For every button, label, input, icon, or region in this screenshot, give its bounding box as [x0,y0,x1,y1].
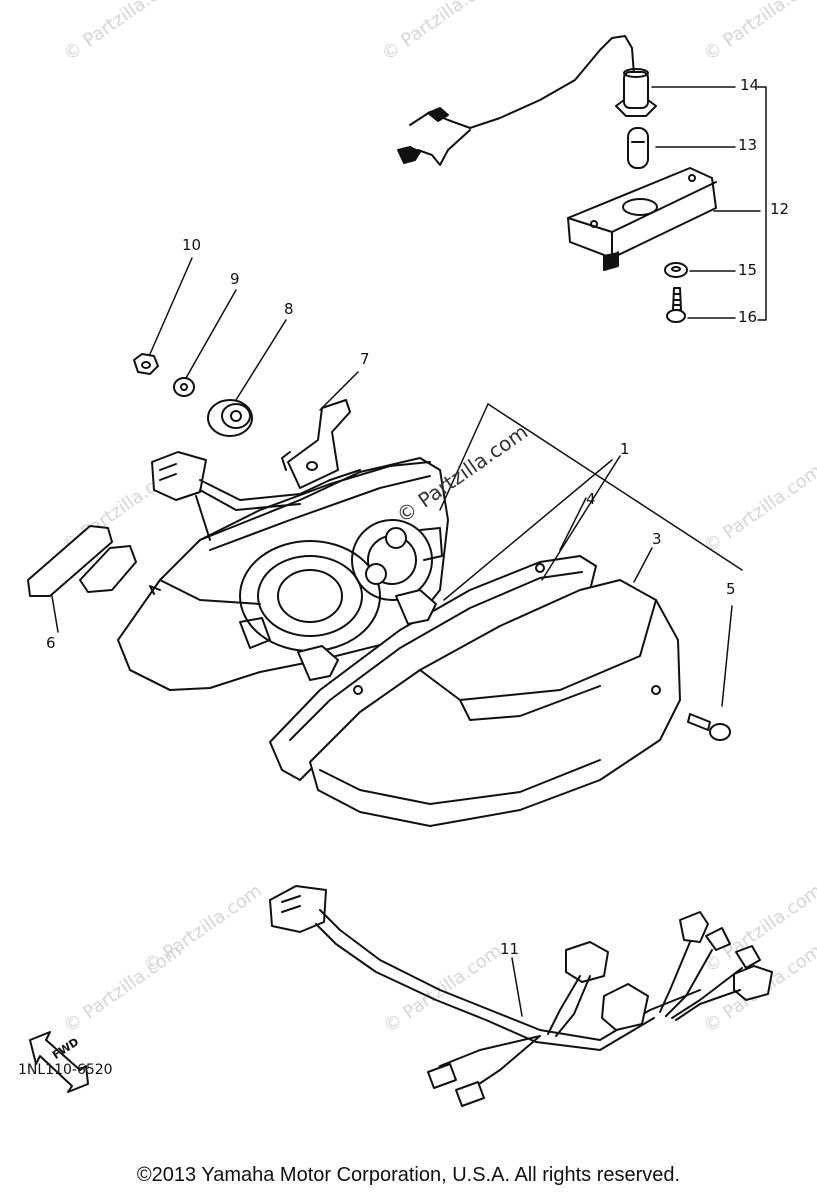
bulb [627,127,649,169]
washer-9 [173,377,195,397]
callout-4: 4 [586,490,596,508]
callout-1: 1 [620,440,630,458]
screw-16 [666,287,686,323]
gasket-6 [27,525,137,597]
lens-3 [309,563,681,827]
license-light-housing [567,167,717,271]
callout-6: 6 [46,634,56,652]
callout-11: 11 [500,940,520,958]
grommet-8 [207,399,253,437]
callout-7: 7 [360,350,370,368]
base-connector [151,451,361,541]
bracket-7 [281,399,351,489]
wire-harness-11 [269,885,773,1107]
fwd-arrow [29,1031,89,1093]
screw-5 [687,713,731,741]
leader-lines-right [651,86,767,321]
leader-lines-small [149,257,359,411]
leader-6 [51,595,59,633]
callout-5: 5 [726,580,736,598]
callout-9: 9 [230,270,240,288]
tail-light-base [117,457,449,691]
callout-13: 13 [738,136,758,154]
nut-10 [133,353,159,375]
callout-15: 15 [738,261,758,279]
callout-8: 8 [284,300,294,318]
mounting-studs [297,589,437,681]
callout-12: 12 [770,200,790,218]
callout-3: 3 [652,530,662,548]
leader-lines-assembly [439,403,743,707]
callout-10: 10 [182,236,202,254]
copyright-notice: ©2013 Yamaha Motor Corporation, U.S.A. A… [136,1164,681,1186]
callout-14: 14 [740,76,760,94]
diagram-code: 1NL110-6520 [18,1062,113,1078]
washer-15 [664,262,688,278]
license-light-wire [397,35,635,166]
callout-16: 16 [738,308,758,326]
bulb-socket [615,68,657,117]
leader-11 [511,957,523,1017]
